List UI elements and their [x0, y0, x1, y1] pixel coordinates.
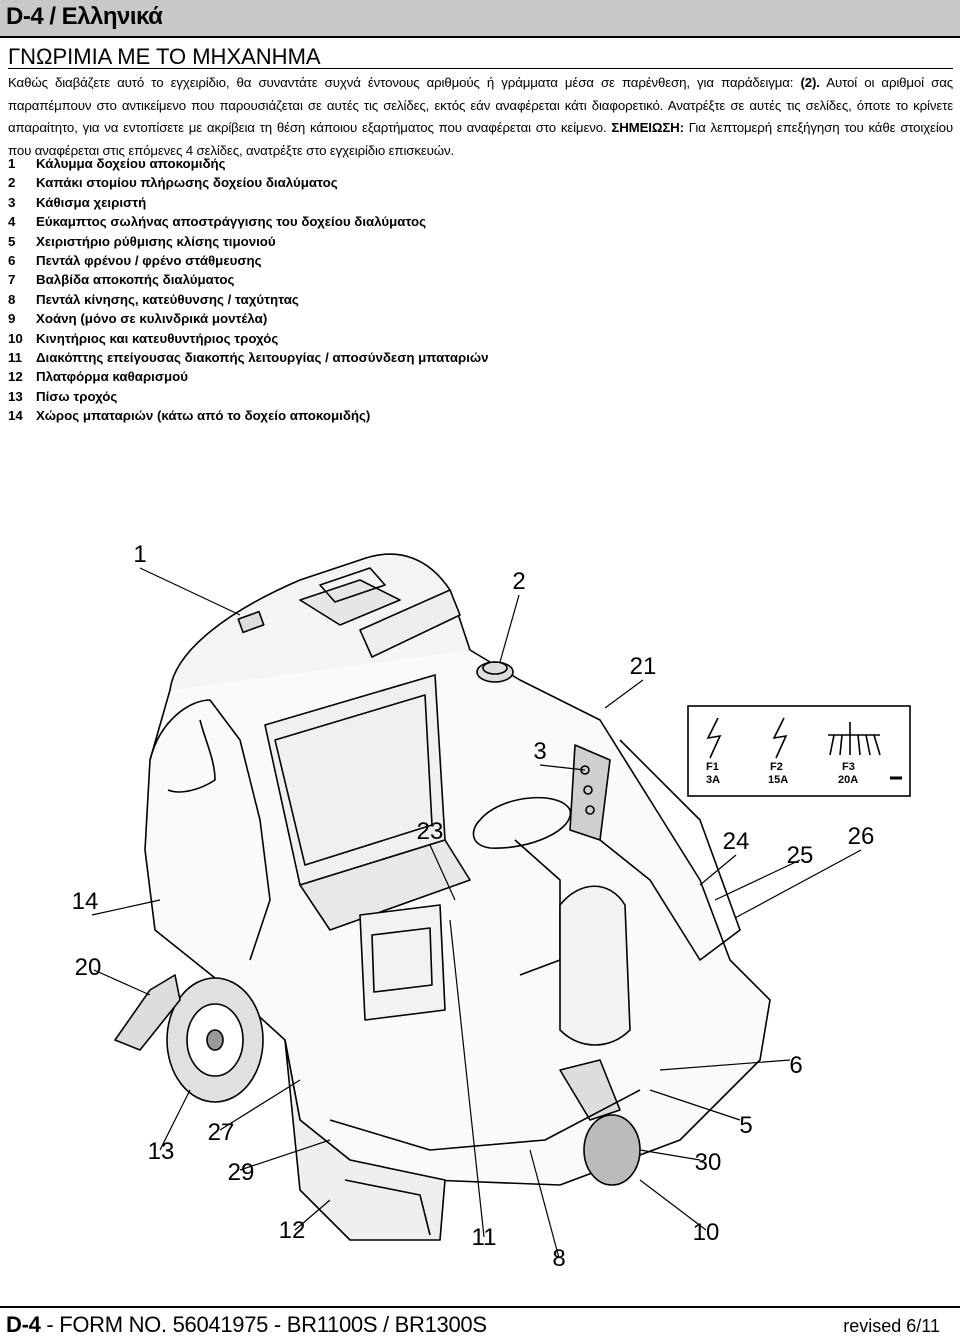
section-rule — [8, 68, 953, 69]
section-title: ΓΝΩΡΙΜΙΑ ΜΕ ΤΟ ΜΗΧΑΝΗΜΑ — [8, 44, 321, 69]
intro-text-3: Για λεπτομερή επεξήγηση του κάθε στοιχεί… — [8, 120, 953, 158]
intro-paragraph: Καθώς διαβάζετε αυτό το εγχειρίδιο, θα σ… — [8, 72, 953, 162]
callout-27: 27 — [208, 1119, 235, 1146]
callout-3: 3 — [533, 738, 546, 765]
note-label: ΣΗΜΕΙΩΣΗ: — [611, 120, 684, 136]
fuse-f1-rating: 3A — [706, 774, 720, 786]
intro-example: (2). — [800, 75, 820, 90]
callout-10: 10 — [693, 1219, 720, 1246]
callout-11: 11 — [472, 1224, 497, 1251]
callout-26: 26 — [848, 823, 875, 850]
header-rule — [0, 36, 960, 38]
page-title: D-4 / Ελληνικά — [6, 3, 163, 30]
callout-1: 1 — [133, 541, 146, 568]
callout-5: 5 — [739, 1112, 752, 1139]
callout-20: 20 — [75, 954, 102, 981]
footer-revision: revised 6/11 — [843, 1316, 940, 1336]
callout-12: 12 — [279, 1217, 306, 1244]
callout-21: 21 — [630, 653, 657, 680]
callout-30: 30 — [695, 1149, 722, 1176]
callout-23: 23 — [417, 818, 444, 845]
machine-illustration: F1 3A F2 15A F3 20A 1 2 21 3 23 24 — [72, 541, 911, 1272]
page-header: D-4 / Ελληνικά — [0, 0, 960, 36]
footer-page: D-4 — [6, 1312, 41, 1337]
callout-6: 6 — [789, 1052, 802, 1079]
footer-form-number: - FORM NO. 56041975 - BR1100S / BR1300S — [40, 1312, 487, 1337]
intro-text-1: Καθώς διαβάζετε αυτό το εγχειρίδιο, θα σ… — [8, 75, 801, 90]
fuse-f2-rating: 15A — [768, 774, 788, 786]
intro-text-2: Αυτοί οι αριθμοί σας παραπέμπουν στο αντ… — [8, 75, 953, 136]
callout-25: 25 — [787, 842, 814, 869]
fuse-f2-label: F2 — [770, 761, 783, 773]
callout-29: 29 — [228, 1159, 255, 1186]
fuse-panel-detail: F1 3A F2 15A F3 20A — [687, 705, 911, 797]
footer-rule — [0, 1306, 960, 1308]
callout-8: 8 — [552, 1245, 565, 1272]
callout-14: 14 — [72, 888, 99, 915]
callout-24: 24 — [723, 828, 750, 855]
callout-2: 2 — [512, 568, 525, 595]
callout-13: 13 — [148, 1138, 175, 1165]
fuse-f3-rating: 20A — [838, 774, 858, 786]
fuse-f3-label: F3 — [842, 761, 855, 773]
footer-form: D-4 - FORM NO. 56041975 - BR1100S / BR13… — [6, 1312, 487, 1338]
fuse-f1-label: F1 — [706, 761, 719, 773]
